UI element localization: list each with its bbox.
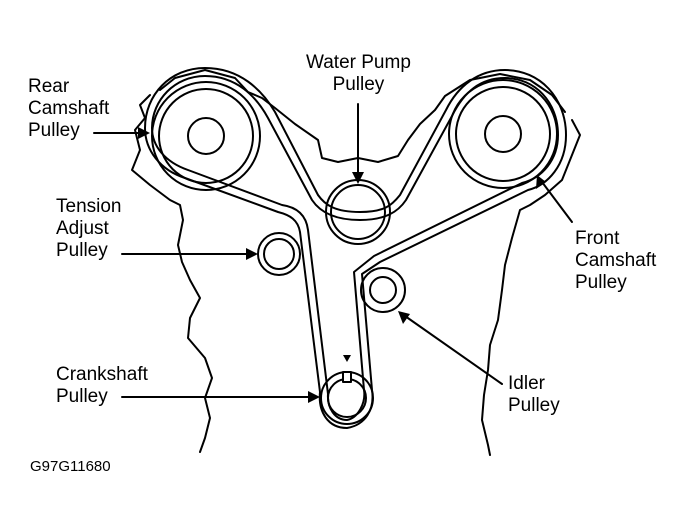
- crankshaft-arrowhead: [308, 391, 320, 403]
- idler-pulley-inner: [369, 276, 397, 304]
- rear-camshaft-pulley-rim: [158, 88, 254, 184]
- timing-mark-arrow: [343, 355, 351, 362]
- timing-belt-outer: [144, 67, 567, 429]
- water-pump-pulley-label: Water Pump Pulley: [306, 52, 411, 95]
- rear-camshaft-pulley-hub: [187, 117, 225, 155]
- tension-adjust-pulley-label: Tension Adjust Pulley: [56, 196, 122, 261]
- front-camshaft-leader: [541, 181, 573, 223]
- figure-code: G97G11680: [30, 458, 111, 475]
- idler-pulley-label: Idler Pulley: [508, 373, 560, 416]
- rear-camshaft-pulley-label: Rear Camshaft Pulley: [28, 76, 110, 141]
- idler-pulley-outer: [360, 267, 406, 313]
- crankshaft-key: [342, 371, 352, 383]
- tension-adjust-arrowhead: [246, 248, 258, 260]
- front-camshaft-pulley-outer: [448, 79, 558, 189]
- water-pump-arrowhead: [352, 172, 364, 184]
- timing-belt-inner: [151, 75, 559, 421]
- rear-camshaft-arrowhead: [138, 127, 150, 139]
- idler-leader: [404, 315, 503, 385]
- water-pump-pulley-inner: [330, 184, 386, 240]
- tension-adjust-pulley-inner: [263, 238, 295, 270]
- front-camshaft-pulley-rim: [455, 86, 551, 182]
- engine-block-outline-right: [481, 119, 581, 456]
- rear-camshaft-pulley-outer: [151, 81, 261, 191]
- front-camshaft-pulley-hub: [484, 115, 522, 153]
- crankshaft-pulley-inner: [327, 378, 367, 418]
- front-camshaft-arrowhead: [536, 175, 546, 189]
- crankshaft-pulley-label: Crankshaft Pulley: [56, 364, 148, 407]
- front-camshaft-pulley-label: Front Camshaft Pulley: [575, 228, 657, 293]
- idler-arrowhead: [398, 311, 410, 324]
